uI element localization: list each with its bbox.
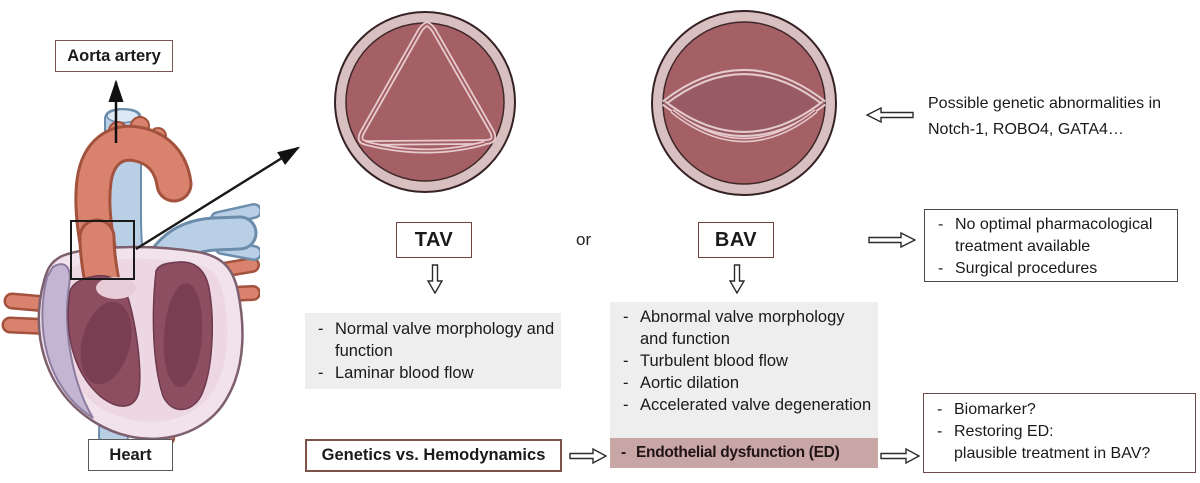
tav-outcomes-panel: - Normal valve morphology and function -… xyxy=(305,313,561,389)
bullet-text: Surgical procedures xyxy=(955,260,1098,277)
bullet-text: Restoring ED: plausible treatment in BAV… xyxy=(954,421,1195,465)
bullet-dash: - xyxy=(621,444,626,461)
bullet-text: Laminar blood flow xyxy=(335,364,474,382)
heart-label: Heart xyxy=(88,439,173,471)
heart-illustration xyxy=(1,107,260,445)
right-arrow-icon-genetics-to-ed xyxy=(569,448,607,464)
list-item: - Restoring ED: plausible treatment in B… xyxy=(924,421,1195,465)
list-item: - Laminar blood flow xyxy=(305,362,561,384)
treatment-options-box: - No optimal pharmacological treatment a… xyxy=(924,209,1178,282)
bullet-dash: - xyxy=(318,364,324,382)
bullet-dash: - xyxy=(623,308,629,326)
bullet-text: Accelerated valve degeneration xyxy=(640,396,872,414)
list-item: - Turbulent blood flow xyxy=(610,350,878,372)
heart-label-text: Heart xyxy=(109,445,152,464)
bullet-text: Turbulent blood flow xyxy=(640,352,788,370)
or-text: or xyxy=(576,230,592,249)
bullet-dash: - xyxy=(938,216,944,233)
left-arrow-icon-genetics xyxy=(866,107,914,123)
biomarker-continuation: plausible treatment in BAV? xyxy=(954,445,1151,462)
down-arrow-icon-tav xyxy=(427,264,443,294)
bullet-dash: - xyxy=(937,401,943,418)
list-item: - Accelerated valve degeneration xyxy=(610,394,878,416)
list-item: - Aortic dilation xyxy=(610,372,878,394)
bav-chip-text: BAV xyxy=(714,228,758,251)
list-item: - Biomarker? xyxy=(924,399,1195,421)
tav-chip: TAV xyxy=(396,222,472,258)
right-arrow-icon-treatment xyxy=(868,232,916,248)
bullet-text: Biomarker? xyxy=(954,401,1036,418)
biomarker-questions-box: - Biomarker? - Restoring ED: plausible t… xyxy=(923,393,1196,473)
bullet-dash: - xyxy=(623,374,629,392)
genetic-abnormalities-note: Possible genetic abnormalities in Notch-… xyxy=(928,91,1198,143)
bullet-text: Aortic dilation xyxy=(640,374,740,392)
bav-chip: BAV xyxy=(698,222,774,258)
genetics-box-text: Genetics vs. Hemodynamics xyxy=(321,446,546,464)
right-arrow-icon-ed-to-biomarker xyxy=(880,448,920,464)
bullet-dash: - xyxy=(623,396,629,414)
bullet-dash: - xyxy=(937,423,943,440)
bullet-text: Abnormal valve morphology and function xyxy=(640,308,845,348)
biomarker-line: Restoring ED: xyxy=(954,423,1054,440)
bav-outcomes-panel: - Abnormal valve morphology and function… xyxy=(610,302,878,438)
aorta-artery-label: Aorta artery xyxy=(55,40,173,72)
bullet-text: Normal valve morphology and function xyxy=(335,320,555,360)
bullet-dash: - xyxy=(623,352,629,370)
genetic-note-line2: Notch-1, ROBO4, GATA4… xyxy=(928,121,1124,138)
list-item: - Normal valve morphology and function xyxy=(305,318,561,362)
genetics-vs-hemodynamics-box: Genetics vs. Hemodynamics xyxy=(305,439,562,472)
ed-highlight-text: Endothelial dysfunction (ED) xyxy=(636,444,840,461)
tav-valve-icon xyxy=(334,11,516,193)
bullet-dash: - xyxy=(938,260,944,277)
tav-chip-text: TAV xyxy=(414,228,454,251)
list-item: - Surgical procedures xyxy=(925,258,1177,280)
endothelial-dysfunction-highlight: - Endothelial dysfunction (ED) xyxy=(610,438,878,468)
bullet-dash: - xyxy=(318,320,324,338)
aorta-artery-label-text: Aorta artery xyxy=(67,46,161,65)
down-arrow-icon-bav xyxy=(729,264,745,294)
list-item: - Abnormal valve morphology and function xyxy=(610,306,878,350)
genetic-note-line1: Possible genetic abnormalities in xyxy=(928,95,1162,112)
list-item: - No optimal pharmacological treatment a… xyxy=(925,214,1177,258)
bullet-text: No optimal pharmacological treatment ava… xyxy=(955,216,1153,255)
bav-valve-icon xyxy=(651,10,837,196)
